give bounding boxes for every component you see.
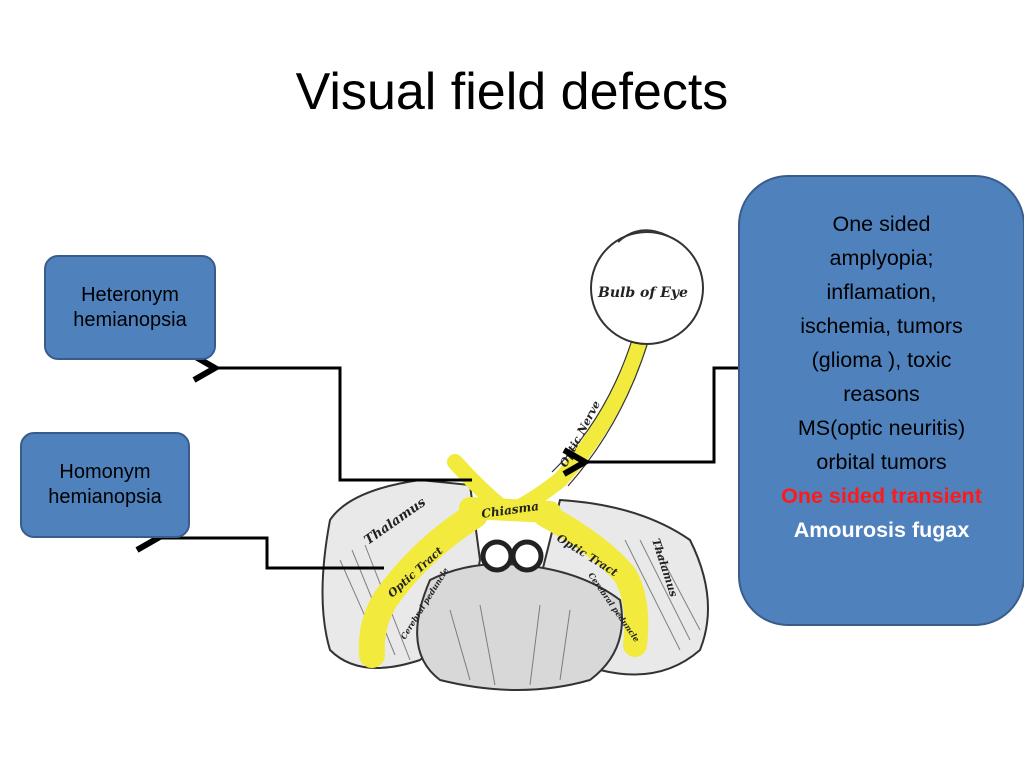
label-bulb-of-eye: Bulb of Eye [597,285,688,301]
mammillary-body-right [510,539,544,573]
heteronym-line-1: Heteronym [81,283,179,306]
info-line-8: orbital tumors [816,450,947,474]
homonym-line-2: hemianopsia [48,486,162,508]
arrow-info-to-nerve [582,366,738,462]
mammillary-body-left [480,539,514,573]
homonym-hemianopsia-box: Homonym hemianopsia [20,432,190,538]
heteronym-line-2: hemianopsia [73,308,187,331]
arrow-tract-to-homonym [155,538,384,570]
info-line-3: inflamation, [826,280,937,304]
info-line-7: MS(optic neuritis) [797,416,966,440]
optic-tract-right [533,503,649,657]
info-line-1: One sided [832,212,931,236]
optic-nerve-causes-box: One sided amplyopia; inflamation, ischem… [738,175,1024,626]
bulb-of-eye [590,231,704,345]
info-line-4: ischemia, tumors [800,314,963,338]
homonym-line-1: Homonym [59,461,151,483]
info-highlight-red: One sided transient [781,484,982,508]
info-line-5: (glioma ), toxic [811,348,952,372]
info-highlight-white: Amourosis fugax [793,518,970,542]
info-line-2: amplyopia; [829,246,934,270]
heteronym-hemianopsia-box: Heteronym hemianopsia [44,255,216,360]
page-title: Visual field defects [295,63,729,121]
cornea [617,229,669,243]
arrow-chiasma-to-heteronym [212,368,472,482]
optic-tract-left [358,502,488,668]
optic-nerve-right [502,332,648,520]
info-line-6: reasons [843,382,920,406]
